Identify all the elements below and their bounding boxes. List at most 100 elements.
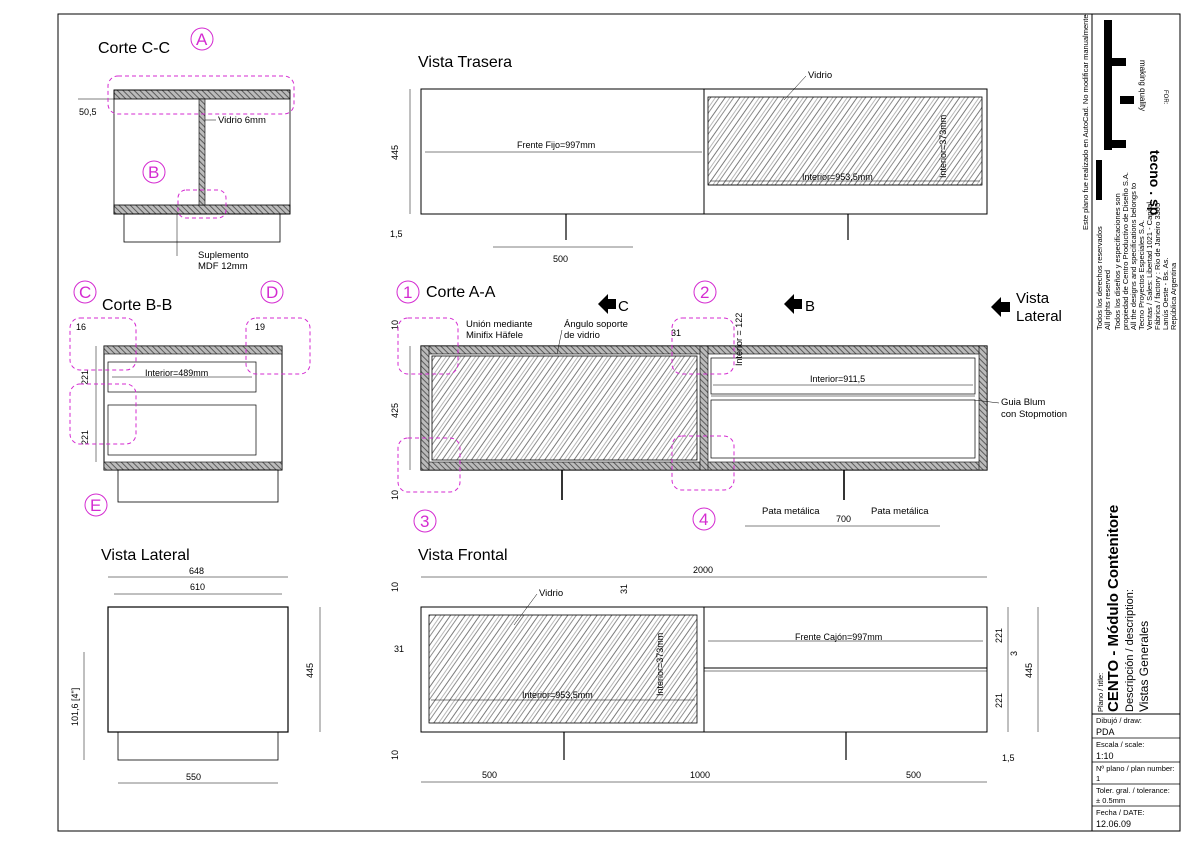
frontal-interior-w: Interior=953,5mm xyxy=(522,690,593,700)
date-value: 12.06.09 xyxy=(1096,819,1131,829)
arrow-lateral-label-2: Lateral xyxy=(1016,308,1062,325)
corte-aa-dim-bot: 10 xyxy=(390,490,400,500)
trasera-front-fixed: Frente Fijo=997mm xyxy=(517,140,595,150)
frontal-glass-label: Vidrio xyxy=(539,588,563,599)
arrow-lateral-icon xyxy=(991,297,1010,317)
corte-aa-union-1: Unión mediante xyxy=(466,319,533,330)
trasera-legs: 500 xyxy=(553,254,568,264)
lateral-height: 445 xyxy=(305,663,315,678)
frontal-interior-h: Interior=373mm xyxy=(655,633,665,696)
lateral-body xyxy=(107,606,289,733)
plan-title-label: Plano / title: xyxy=(1096,673,1105,712)
callout-b: B xyxy=(148,163,159,182)
trasera-interior-w: Interior=953,5mm xyxy=(802,172,873,182)
corte-cc-shim-2: MDF 12mm xyxy=(198,261,248,272)
corte-aa-blum-1: Guia Blum xyxy=(1001,397,1045,408)
callout-2: 2 xyxy=(700,283,709,302)
view-corte-bb: Corte B-B Interior=489mm 16 19 221 221 xyxy=(69,297,311,503)
draw-label: Dibujó / draw: xyxy=(1096,716,1142,725)
arrow-b-label: B xyxy=(805,298,815,315)
date-label: Fecha / DATE: xyxy=(1096,808,1145,817)
arrow-lateral-label-1: Vista xyxy=(1016,290,1050,307)
corte-aa-interior-w: Interior=911,5 xyxy=(810,374,865,384)
frontal-drawer-front: Frente Cajón=997mm xyxy=(795,632,882,642)
vista-lateral-title: Vista Lateral xyxy=(101,547,190,564)
corte-bb-interior: Interior=489mm xyxy=(145,368,208,378)
frontal-offset: 1,5 xyxy=(1002,753,1015,763)
corte-aa-leg-1: Pata metálica xyxy=(762,506,820,517)
autocad-note: Este plano fue realizado en AutoCad. No … xyxy=(1081,14,1090,230)
sheet-border xyxy=(57,13,1181,832)
frontal-dim-31-top: 31 xyxy=(619,584,629,594)
corte-aa-union-2: Minifix Häfele xyxy=(466,330,523,341)
corte-bb-dim-right: 19 xyxy=(255,322,265,332)
callouts: A B C D E 1 2 3 4 xyxy=(73,27,717,533)
frontal-glass xyxy=(428,614,698,724)
svg-text:Tecno Proyectos Especiales S.A: Tecno Proyectos Especiales S.A. xyxy=(1137,220,1146,330)
plan-title-value: CENTO - Módulo Contenitore xyxy=(1105,505,1122,712)
corte-aa-title: Corte A-A xyxy=(426,284,496,301)
svg-text:Todos los diseños y especifica: Todos los diseños y especificaciones son xyxy=(1113,193,1122,330)
corte-aa-angle-2: de vidrio xyxy=(564,330,600,341)
arrow-c-label: C xyxy=(618,298,629,315)
vista-frontal-title: Vista Frontal xyxy=(418,547,508,564)
arrow-c-icon xyxy=(598,294,616,314)
callout-c: C xyxy=(79,283,91,302)
frontal-height: 445 xyxy=(1024,663,1034,678)
frontal-d221-top: 221 xyxy=(994,628,1004,643)
frontal-overall: 2000 xyxy=(693,565,713,575)
corte-aa-dim-top: 10 xyxy=(390,320,400,330)
svg-text:Fábrica / factory : Rio de Jan: Fábrica / factory : Rio de Janeiro 3305 xyxy=(1153,203,1162,330)
svg-text:Todos los derechos reservados: Todos los derechos reservados xyxy=(1095,226,1104,330)
corte-cc-glass xyxy=(198,98,206,206)
trasera-offset: 1,5 xyxy=(390,229,403,239)
view-vista-trasera: Vista Trasera Vidrio Frente Fijo=997mm I… xyxy=(390,54,988,264)
frontal-dim-31-left: 31 xyxy=(394,644,404,654)
view-vista-frontal: Vista Frontal 2000 Vidrio 31 31 10 10 Fr… xyxy=(390,547,1039,783)
corte-aa-leg-2: Pata metálica xyxy=(871,506,929,517)
lateral-base: 550 xyxy=(186,772,201,782)
trasera-glass-label: Vidrio xyxy=(808,70,832,81)
frontal-d3: 3 xyxy=(1009,651,1019,656)
view-corte-aa: Corte A-A Unión mediante Minifix Häfele … xyxy=(390,284,1067,527)
corte-bb-body xyxy=(103,345,283,471)
corte-aa-glass xyxy=(431,355,698,461)
corte-bb-dim-left: 16 xyxy=(76,322,86,332)
draw-value: PDA xyxy=(1096,727,1115,737)
frontal-dim-10-top: 10 xyxy=(390,582,400,592)
title-block: Este plano fue realizado en AutoCad. No … xyxy=(1081,14,1180,829)
lateral-leg: 101,6 [4"] xyxy=(70,688,80,726)
corte-bb-title: Corte B-B xyxy=(102,297,172,314)
callout-4: 4 xyxy=(699,510,708,529)
logo-text: tecno . sp xyxy=(1147,150,1163,215)
svg-text:República Argentina: República Argentina xyxy=(1169,262,1178,330)
corte-cc-title: Corte C-C xyxy=(98,40,170,57)
lateral-inner: 610 xyxy=(190,582,205,592)
frontal-dim-10-bot: 10 xyxy=(390,750,400,760)
corte-cc-dim-left: 50,5 xyxy=(79,107,97,117)
svg-text:Lanús Oeste - Bs. As.: Lanús Oeste - Bs. As. xyxy=(1161,257,1170,330)
scale-value: 1:10 xyxy=(1096,751,1114,761)
view-corte-cc: Corte C-C 50,5 Vidrio 6mm Suplemento MDF… xyxy=(78,40,295,272)
trasera-glass xyxy=(707,96,983,186)
description-value: Vistas Generales xyxy=(1137,621,1151,712)
corte-aa-interior-h: Interior = 122 xyxy=(734,313,744,366)
plan-number-label: Nº plano / plan number: xyxy=(1096,764,1175,773)
trasera-height: 445 xyxy=(390,145,400,160)
svg-text:Ventas / Sales: Libertad 102: Ventas / Sales: Libertad 1021 - Capital xyxy=(1145,202,1154,330)
trasera-interior-h: Interior=373mm xyxy=(938,115,948,178)
corte-cc-bottom-board xyxy=(113,204,291,215)
legal-notes: Todos los derechos reservados All rights… xyxy=(1095,172,1178,330)
scale-label: Escala / scale: xyxy=(1096,740,1144,749)
frontal-right-panel xyxy=(703,606,988,733)
tolerance-label: Toler. gral. / tolerance: xyxy=(1096,786,1170,795)
for-label: FOR: xyxy=(1162,90,1168,105)
lateral-overall: 648 xyxy=(189,566,204,576)
corte-cc-top-board xyxy=(113,89,291,100)
corte-aa-dim-31: 31 xyxy=(671,328,681,338)
corte-aa-dim-mid: 425 xyxy=(390,403,400,418)
svg-text:All the designs and specificat: All the designs and specifications belon… xyxy=(1129,183,1138,330)
vista-trasera-title: Vista Trasera xyxy=(418,54,512,71)
svg-text:All rights reserved: All rights reserved xyxy=(1103,270,1112,330)
